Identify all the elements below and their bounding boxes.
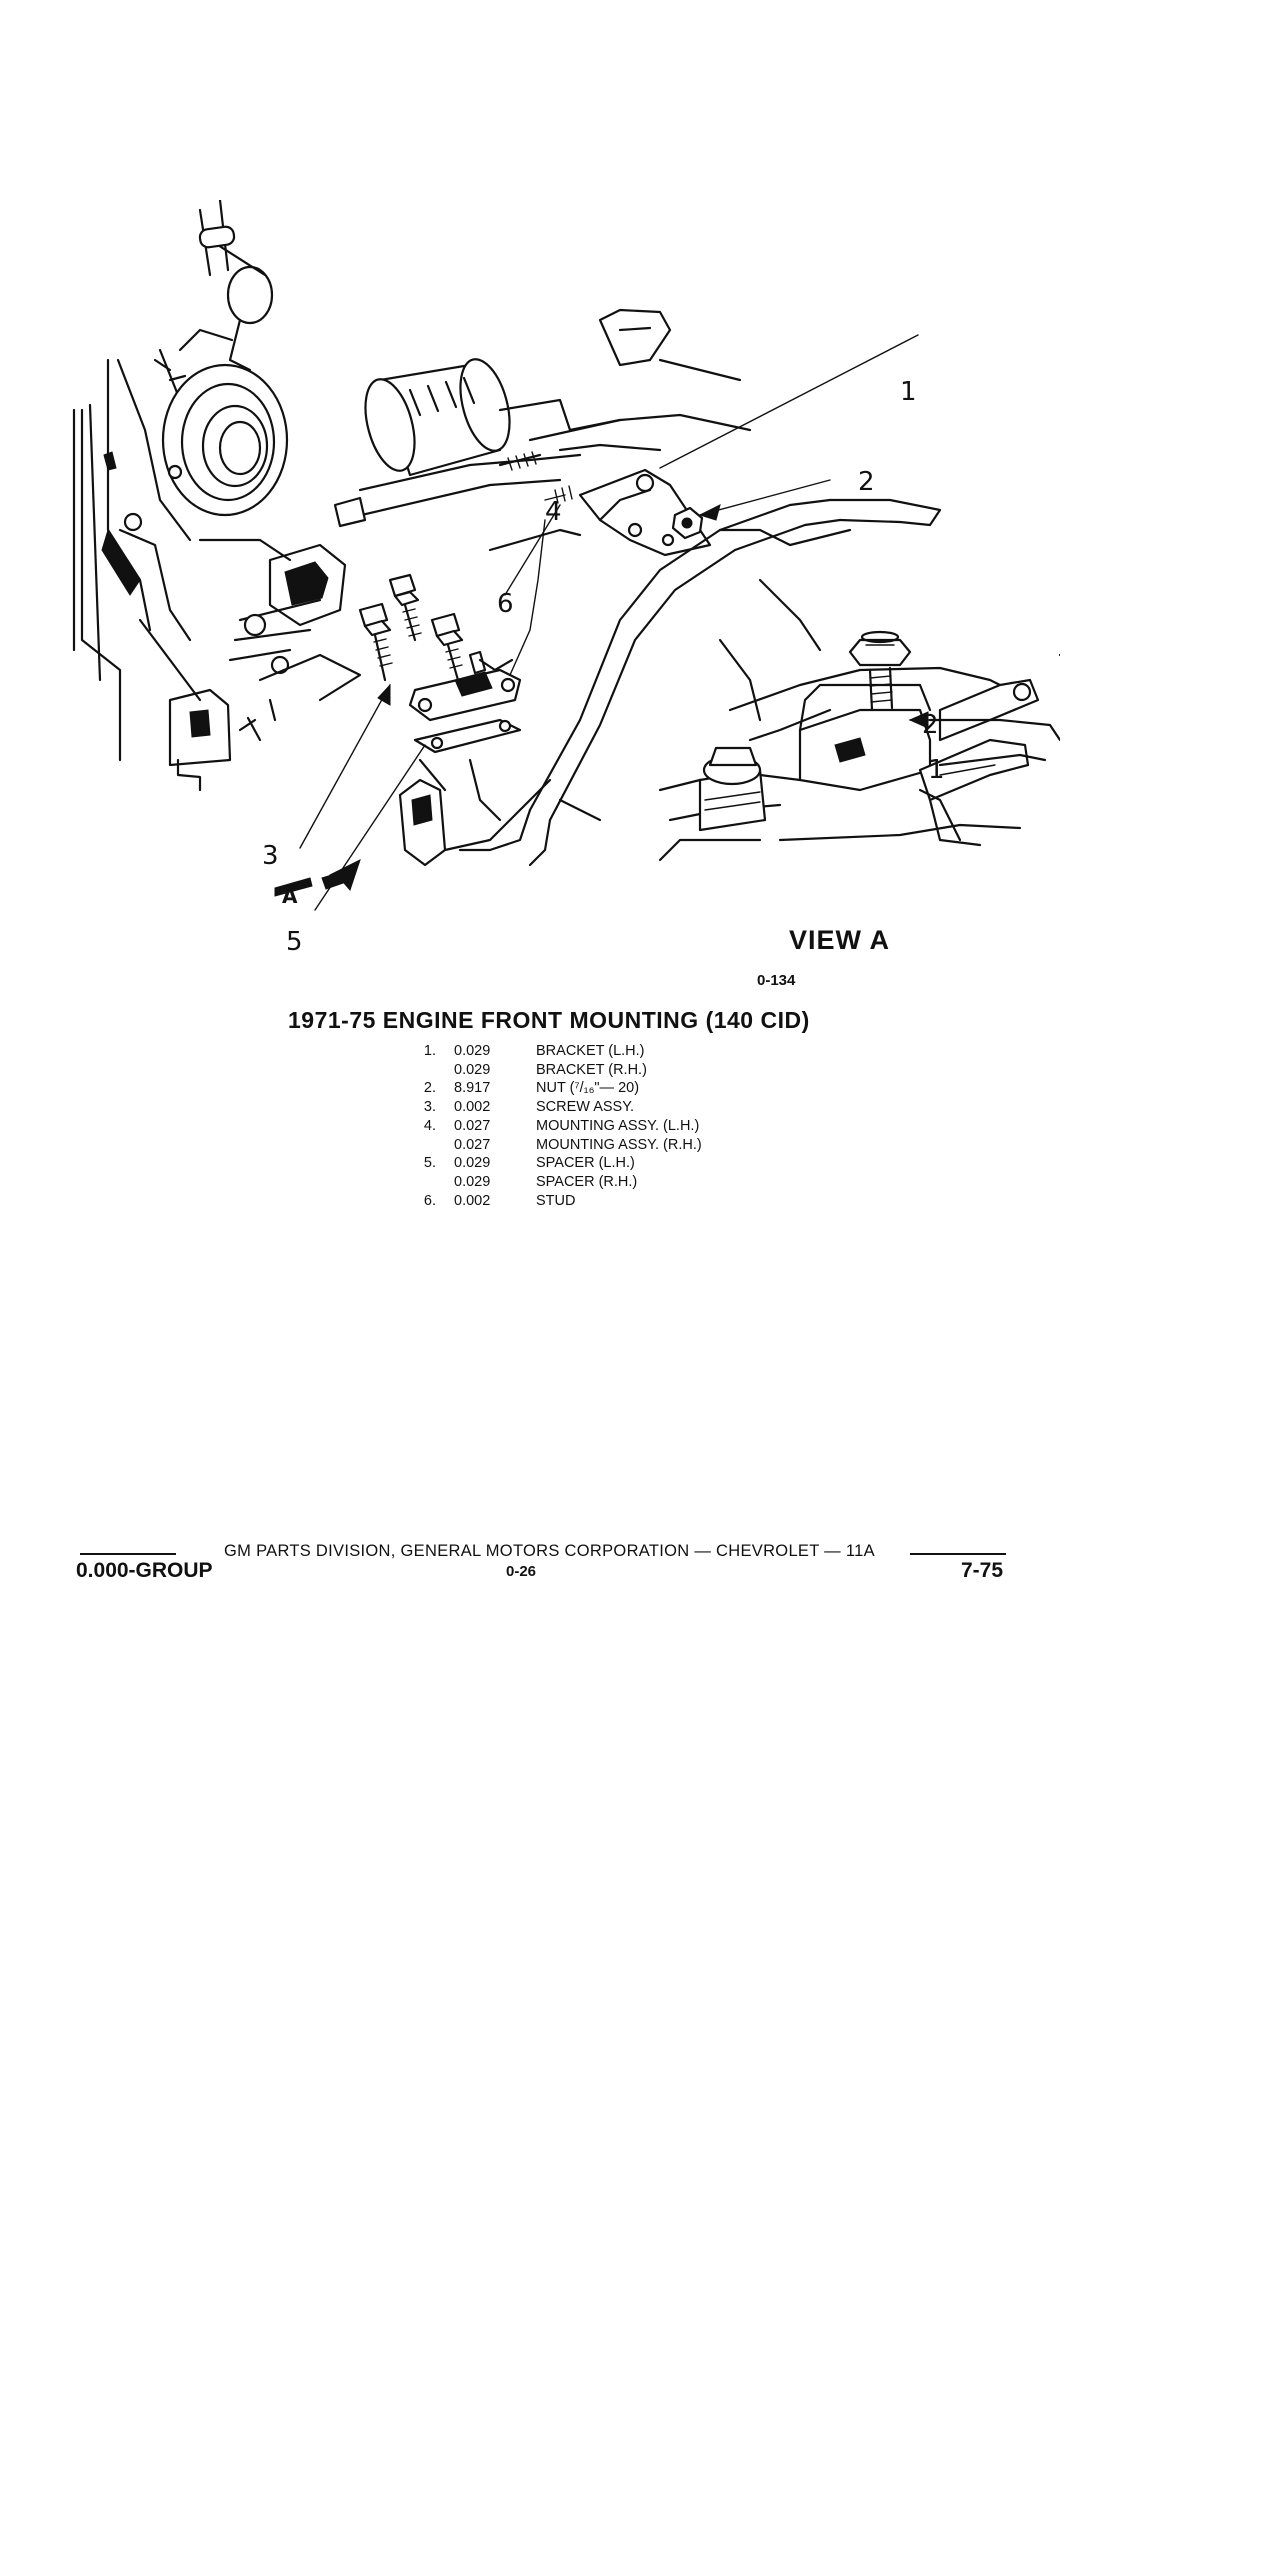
part-code: 0.029 [454, 1155, 491, 1172]
part-code: 0.029 [454, 1173, 491, 1190]
view-a-label: VIEW A [789, 925, 891, 955]
callout-4: 4 [545, 497, 562, 527]
callout-5: 5 [286, 927, 303, 957]
part-number: 5. [423, 1155, 436, 1172]
callout-3: 3 [262, 841, 279, 871]
callout-1-view: 1 [928, 755, 945, 785]
footer-date: 7-75 [961, 1559, 1004, 1582]
footer-page-number: 0-26 [506, 1563, 537, 1580]
list-item: 1. 0.029 BRACKET (L.H.) [380, 1042, 702, 1061]
part-number [380, 1061, 436, 1080]
parts-list: 1. 0.029 BRACKET (L.H.) 0.029 BRACKET (R… [380, 1042, 702, 1210]
list-item: 0.029 BRACKET (R.H.) [380, 1061, 702, 1080]
list-item: 6. 0.002 STUD [380, 1192, 702, 1211]
list-item: 2. 8.917 NUT (⁷/₁₆"— 20) [380, 1079, 702, 1098]
part-code: 0.029 [454, 1043, 491, 1059]
list-item: 5. 0.029 SPACER (L.H.) [380, 1154, 702, 1173]
part-number: 2. [423, 1080, 436, 1097]
footer-rule-left [80, 1553, 176, 1555]
part-code: 0.002 [454, 1099, 491, 1116]
part-description: SCREW ASSY. [536, 1099, 635, 1116]
oil-filter-drawing [333, 308, 752, 557]
callout-2-view: 2 [922, 710, 939, 740]
callout-arrow-a: A [282, 884, 298, 908]
part-description: MOUNTING ASSY. (R.H.) [536, 1136, 702, 1153]
part-code: 0.029 [454, 1061, 491, 1078]
part-number: 3. [423, 1099, 436, 1116]
part-description: BRACKET (R.H.) [536, 1061, 647, 1078]
part-number: 1. [423, 1043, 436, 1059]
part-number [380, 1136, 436, 1155]
list-item: 3. 0.002 SCREW ASSY. [380, 1098, 702, 1117]
engine-block-drawing [72, 200, 362, 792]
part-code: 0.002 [454, 1192, 491, 1209]
list-item: 0.029 SPACER (R.H.) [380, 1173, 702, 1192]
list-item: 0.027 MOUNTING ASSY. (R.H.) [380, 1136, 702, 1155]
part-number: 6. [423, 1192, 436, 1209]
mount-assembly-drawing [358, 573, 552, 867]
engine-mount-illustration: 1 2 6 4 3 5 A 2 1 [72, 200, 1060, 957]
part-description: STUD [536, 1192, 576, 1209]
part-code: 0.027 [454, 1136, 491, 1153]
page-title: 1971-75 ENGINE FRONT MOUNTING (140 CID) [288, 1007, 810, 1033]
part-description: NUT (⁷/₁₆"— 20) [536, 1080, 640, 1097]
view-a-inset-drawing [658, 578, 1060, 862]
callout-2-top: 2 [858, 467, 875, 497]
crossmember-drawing [458, 498, 1060, 867]
part-description: SPACER (L.H.) [536, 1155, 635, 1172]
callout-leaders [274, 334, 996, 911]
callout-1-top: 1 [900, 377, 917, 407]
footer-rule-right [910, 1553, 1006, 1555]
figure-number: 0-134 [757, 972, 796, 989]
list-item: 4. 0.027 MOUNTING ASSY. (L.H.) [380, 1117, 702, 1136]
part-code: 0.027 [454, 1117, 491, 1134]
part-number: 4. [423, 1117, 436, 1134]
part-number [380, 1173, 436, 1192]
part-description: MOUNTING ASSY. (L.H.) [536, 1117, 700, 1134]
part-description: BRACKET (L.H.) [536, 1043, 645, 1059]
footer-group: 0.000-GROUP [76, 1559, 213, 1582]
part-code: 8.917 [454, 1080, 491, 1097]
footer-publisher: GM PARTS DIVISION, GENERAL MOTORS CORPOR… [224, 1542, 875, 1560]
part-description: SPACER (R.H.) [536, 1173, 638, 1190]
callout-6: 6 [497, 589, 514, 619]
